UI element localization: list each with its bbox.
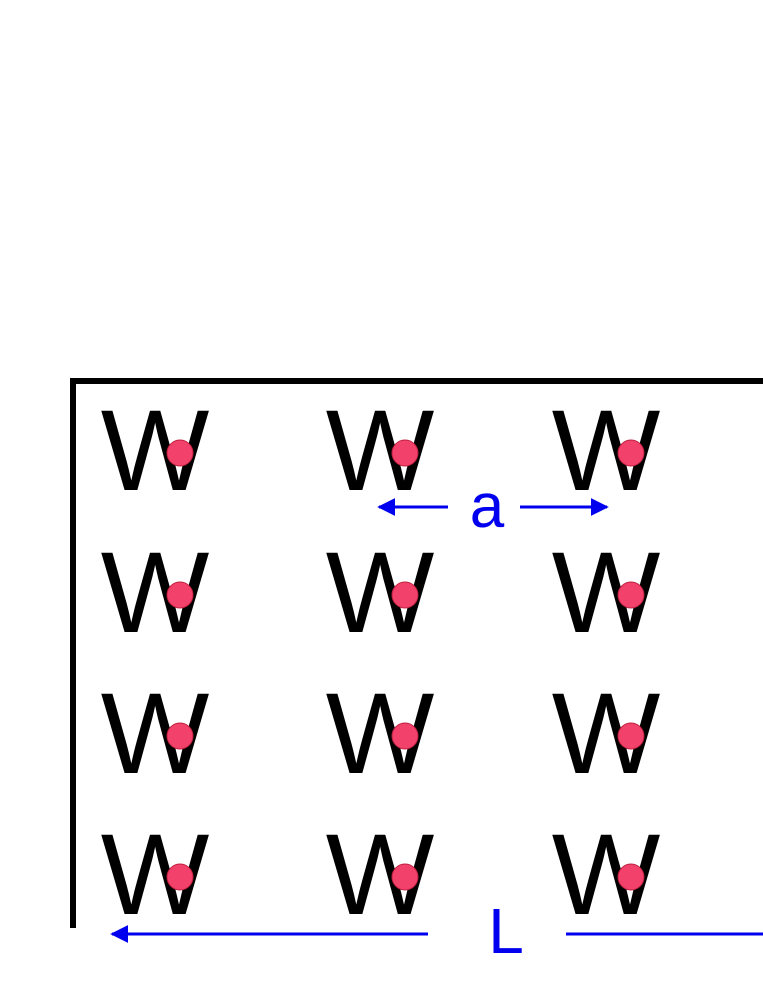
spacing-annotation: a [377, 472, 609, 541]
lattice-letter: W [326, 387, 435, 515]
lattice-letter: W [326, 811, 435, 939]
particle-dot [391, 439, 419, 467]
lattice-site: W [101, 811, 210, 939]
particle-dot [617, 581, 645, 609]
lattice-letter: W [101, 529, 210, 657]
particle-dot [617, 439, 645, 467]
length-annotation: L [110, 895, 763, 967]
particle-dot [391, 581, 419, 609]
particle-dot [166, 581, 194, 609]
lattice-letter: W [552, 387, 661, 515]
lattice-site: W [101, 387, 210, 515]
lattice-letter: W [552, 811, 661, 939]
particle-dot [166, 722, 194, 750]
lattice-letter: W [101, 670, 210, 798]
particle-dot [391, 722, 419, 750]
particle-dot [166, 439, 194, 467]
lattice-site: W [326, 811, 435, 939]
lattice-letter: W [101, 387, 210, 515]
lattice-site: W [101, 529, 210, 657]
lattice-site: W [552, 529, 661, 657]
lattice-letter: W [552, 670, 661, 798]
particle-dot [391, 863, 419, 891]
particle-dot [166, 863, 194, 891]
lattice-letter: W [326, 670, 435, 798]
lattice-site: W [552, 811, 661, 939]
lattice-site: W [552, 670, 661, 798]
lattice-site: W [326, 387, 435, 515]
lattice-site: W [552, 387, 661, 515]
lattice-letter: W [552, 529, 661, 657]
lattice-site: W [326, 670, 435, 798]
lattice-letter: W [326, 529, 435, 657]
particle-dot [617, 863, 645, 891]
lattice-letter: W [101, 811, 210, 939]
lattice-site: W [101, 670, 210, 798]
spacing-label: a [470, 472, 505, 541]
particle-dot [617, 722, 645, 750]
length-label: L [488, 895, 524, 967]
lattice-site: W [326, 529, 435, 657]
